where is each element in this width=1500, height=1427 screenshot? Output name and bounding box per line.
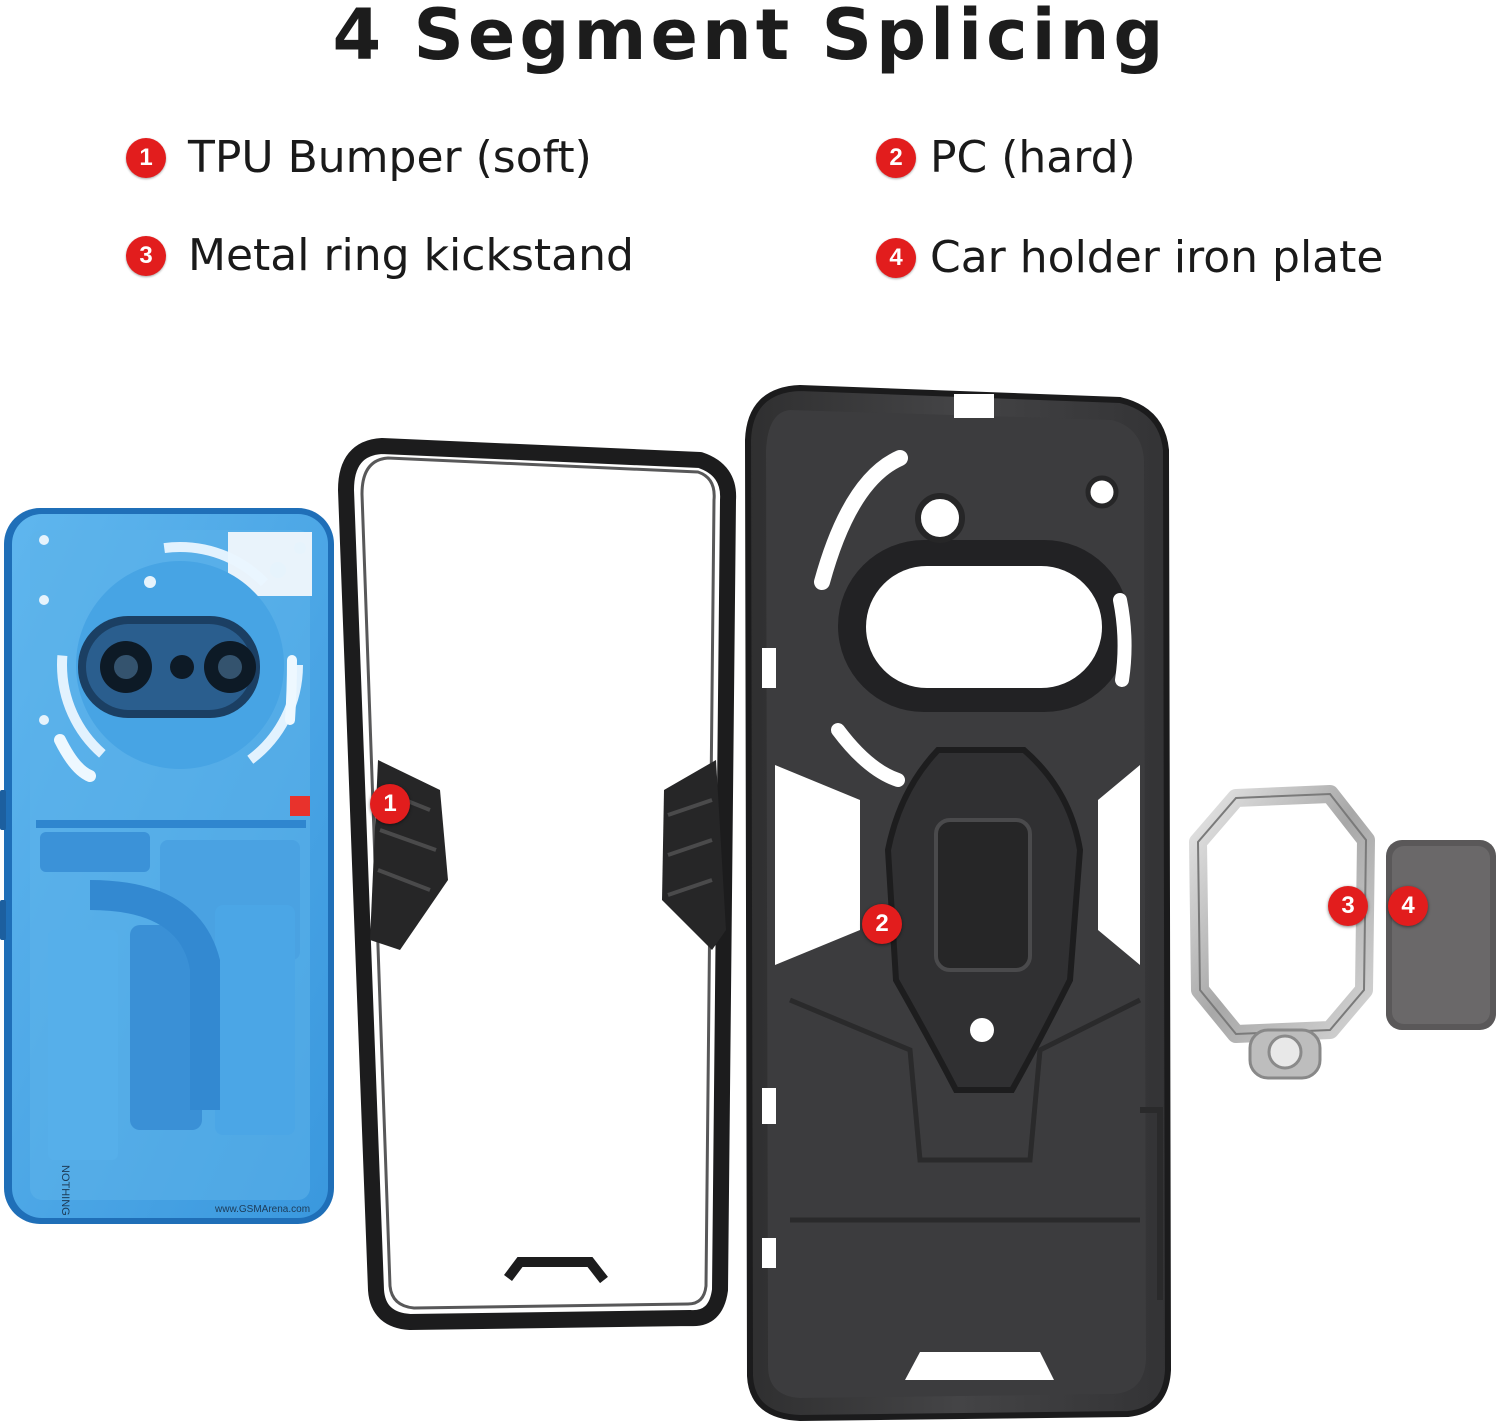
legend-badge-1: 1 [126, 138, 166, 178]
phone-watermark-text: www.GSMArena.com [214, 1204, 310, 1215]
legend-item-tpu-bumper: 1 TPU Bumper (soft) [126, 134, 592, 182]
marker-shell: 2 [862, 904, 902, 944]
marker-bumper: 1 [370, 784, 410, 824]
legend-badge-2: 2 [876, 138, 916, 178]
legend-item-metal-ring: 3 Metal ring kickstand [126, 232, 634, 280]
pc-hard-shell [744, 384, 1172, 1422]
metal-ring-kickstand [1189, 785, 1375, 1080]
legend-item-pc-hard: 2 PC (hard) [876, 134, 1136, 182]
car-holder-iron-plate [1386, 840, 1496, 1030]
phone-brand-text: NOTHING [59, 1165, 71, 1216]
legend-badge-3: 3 [126, 236, 166, 276]
marker-plate: 4 [1388, 886, 1428, 926]
marker-ring: 3 [1328, 886, 1368, 926]
tpu-bumper [338, 438, 737, 1330]
page-title: 4 Segment Splicing [332, 0, 1168, 76]
legend-item-iron-plate: 4 Car holder iron plate [876, 234, 1383, 282]
legend-label-tpu-bumper: TPU Bumper (soft) [188, 132, 592, 183]
legend-label-pc-hard: PC (hard) [930, 132, 1136, 183]
legend-badge-4: 4 [876, 238, 916, 278]
phone: NOTHING www.GSMArena.com [0, 508, 334, 1224]
legend-label-iron-plate: Car holder iron plate [930, 232, 1384, 283]
legend-label-metal-ring: Metal ring kickstand [188, 230, 634, 281]
